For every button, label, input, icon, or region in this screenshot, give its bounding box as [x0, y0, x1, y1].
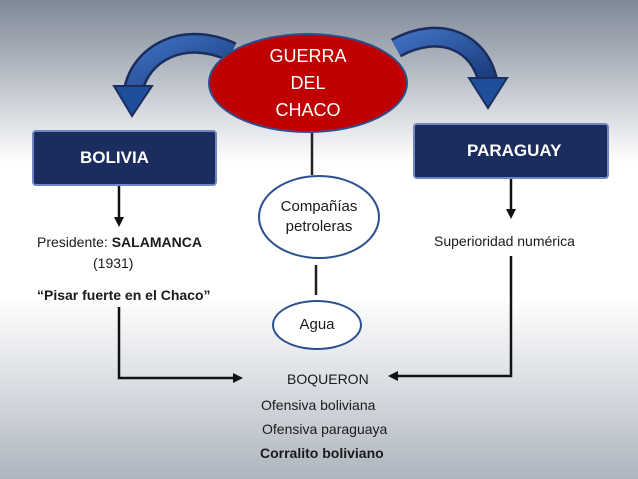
curved-arrow-left	[112, 32, 237, 118]
bolivia-label: BOLIVIA	[80, 148, 149, 167]
elbow-arrow-bolivia	[117, 307, 243, 383]
center-line2: DEL	[290, 72, 326, 93]
curved-arrow-right	[390, 26, 509, 110]
presidente-text: Presidente: SALAMANCA	[37, 234, 202, 250]
companias-line2: petroleras	[285, 218, 353, 235]
event-ofensiva-paraguaya: Ofensiva paraguaya	[262, 421, 388, 437]
event-corralito-boliviano: Corralito boliviano	[260, 445, 384, 461]
elbow-arrow-paraguay	[388, 256, 513, 381]
agua-label: Agua	[299, 316, 335, 333]
paraguay-box: PARAGUAY	[413, 123, 609, 179]
superioridad-text: Superioridad numérica	[434, 233, 575, 249]
quote-text: “Pisar fuerte en el Chaco”	[37, 287, 211, 303]
year-text: (1931)	[93, 255, 134, 271]
bolivia-box: BOLIVIA	[32, 130, 217, 186]
presidente-label: Presidente:	[37, 234, 112, 250]
event-ofensiva-boliviana: Ofensiva boliviana	[261, 397, 376, 413]
center-line3: CHACO	[275, 99, 341, 120]
guerra-del-chaco-ellipse: GUERRA DEL CHACO	[208, 33, 408, 133]
companias-line1: Compañías	[280, 198, 358, 215]
paraguay-label: PARAGUAY	[467, 141, 562, 160]
presidente-name: SALAMANCA	[111, 234, 202, 250]
event-boqueron: BOQUERON	[287, 371, 369, 387]
center-line1: GUERRA	[269, 45, 347, 66]
agua-ellipse: Agua	[272, 300, 362, 350]
companias-petroleras-ellipse: Compañías petroleras	[258, 175, 380, 259]
